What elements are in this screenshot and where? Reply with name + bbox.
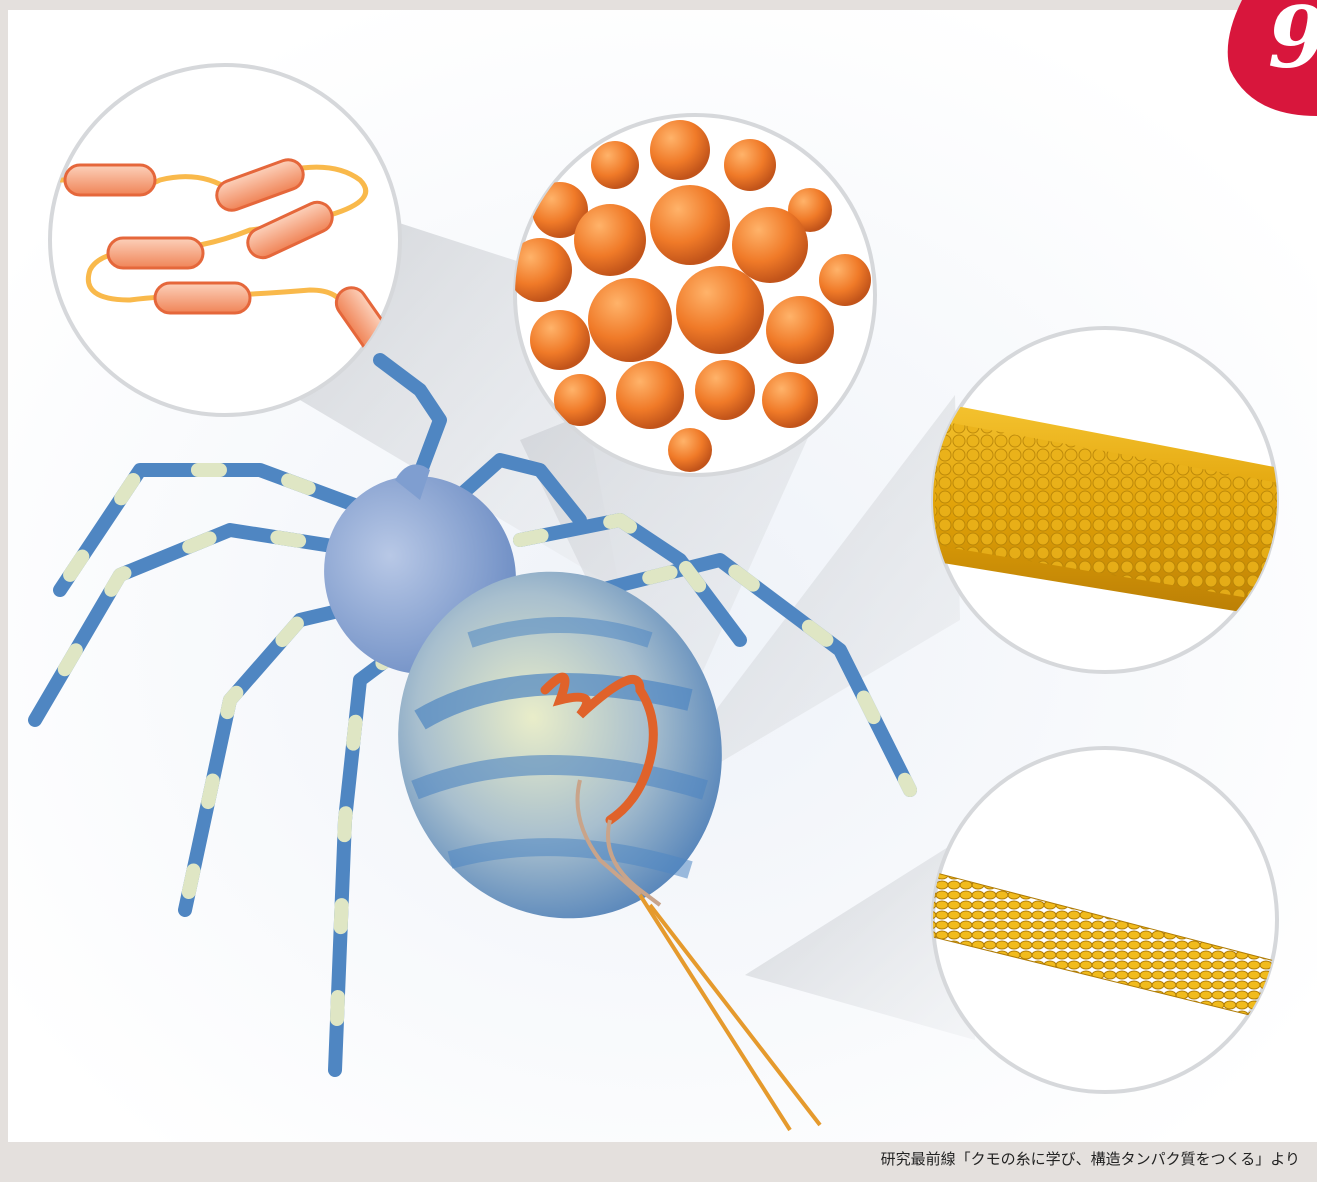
protein-chain-view bbox=[50, 65, 404, 415]
page-number: 9 bbox=[1268, 0, 1317, 80]
source-caption: 研究最前線「クモの糸に学び、構造タンパク質をつくる」より bbox=[700, 1148, 1300, 1169]
